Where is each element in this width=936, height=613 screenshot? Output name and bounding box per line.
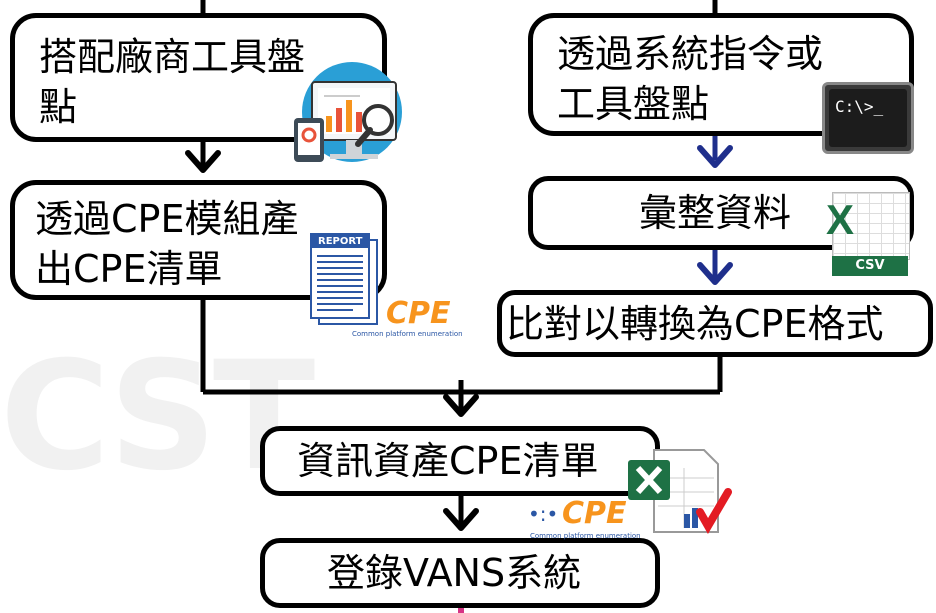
cpe-tagline: Common platform enumeration [352,330,463,338]
box-label: 透過系統指令或工具盤點 [557,32,824,126]
box-cpe-module-output: 透過CPE模組產出CPE清單 [10,180,387,300]
analytics-dashboard-icon [294,62,402,162]
cpe-logo-text: CPE [386,296,451,331]
csv-label: CSV [832,256,908,276]
box-label: 彙整資料 [639,191,792,235]
csv-spreadsheet-icon: X CSV [826,192,910,276]
cpe-small-logo: •:• CPE Common platform enumeration [524,496,664,540]
excel-cpe-list-icon [628,449,732,534]
report-label: REPORT [318,236,363,247]
box-label: 資訊資產CPE清單 [297,439,599,483]
box-label: 登錄VANS系統 [327,551,582,595]
report-document-icon [310,233,378,325]
terminal-icon: C:\>_ [822,82,914,154]
arrowhead-center-2 [443,508,479,531]
box-convert-cpe-format: 比對以轉換為CPE格式 [497,290,933,357]
arrowhead-center-1 [443,394,479,417]
box-label: 搭配廠商工具盤點 [39,35,306,129]
cpe-dots-icon: •:• [528,502,559,526]
arrowhead-right-1 [697,145,733,168]
bottom-pink-mark [458,603,464,613]
excel-x-icon: X [826,196,855,243]
box-label: 透過CPE模組產出CPE清單 [35,197,299,291]
arrowhead-right-2 [697,262,733,285]
arrowhead-left-1 [185,150,221,173]
box-label: 比對以轉換為CPE格式 [506,302,884,346]
cpe-small-text: CPE [562,496,627,531]
box-register-vans: 登錄VANS系統 [260,538,660,608]
cpe-logo: CPE Common platform enumeration [352,296,468,340]
box-system-command-inventory: 透過系統指令或工具盤點 [528,13,914,136]
cpe-small-tagline: Common platform enumeration [530,532,641,540]
terminal-prompt-text: C:\>_ [835,97,884,116]
box-asset-cpe-list: 資訊資產CPE清單 [260,426,660,496]
